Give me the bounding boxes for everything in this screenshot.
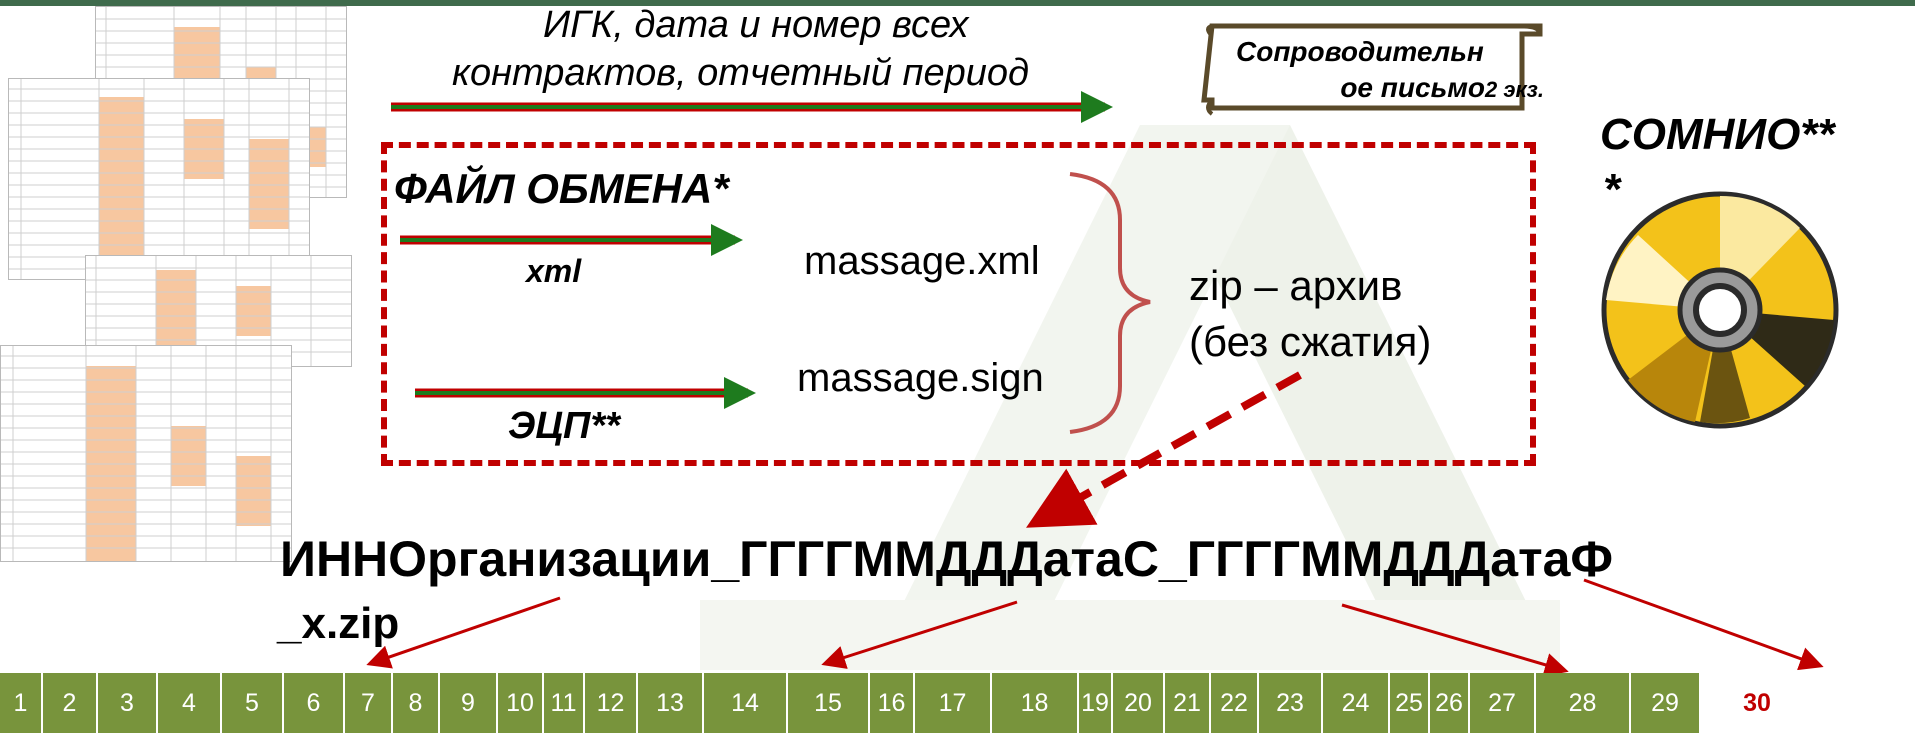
pointer-arrow-26 <box>1341 603 1569 677</box>
slide-number-5[interactable]: 5 <box>222 673 284 733</box>
slide-number-20[interactable]: 20 <box>1113 673 1165 733</box>
archive-filename-line1: ИННОрганизации_ГГГГММДДДатаС_ГГГГММДДДат… <box>280 531 1614 587</box>
slide-number-27[interactable]: 27 <box>1470 673 1536 733</box>
slide-number-26[interactable]: 26 <box>1430 673 1470 733</box>
slide-number-11[interactable]: 11 <box>544 673 585 733</box>
slide-number-18[interactable]: 18 <box>992 673 1079 733</box>
slide-number-14[interactable]: 14 <box>704 673 788 733</box>
slide-number-6[interactable]: 6 <box>284 673 345 733</box>
pointer-arrow-14 <box>821 600 1018 669</box>
top-accent-bar <box>0 0 1915 6</box>
slide-number-8[interactable]: 8 <box>393 673 440 733</box>
slide-number-17[interactable]: 17 <box>915 673 992 733</box>
slide-number-19[interactable]: 19 <box>1079 673 1113 733</box>
spreadsheet-thumbnail-4 <box>0 345 292 562</box>
slide-number-2[interactable]: 2 <box>43 673 98 733</box>
media-label-line2: * <box>1603 165 1621 214</box>
cover-letter-text: Сопроводительн ое письмо2 экз. <box>1232 34 1550 108</box>
slide-number-13[interactable]: 13 <box>638 673 704 733</box>
slide-number-30-current[interactable]: 30 <box>1701 673 1813 733</box>
cover-letter-line1: Сопроводительн <box>1236 36 1484 67</box>
slide-number-29[interactable]: 29 <box>1631 673 1701 733</box>
top-arrow-label-line1: ИГК, дата и номер всех <box>543 4 969 46</box>
slide-number-16[interactable]: 16 <box>870 673 915 733</box>
slide-number-22[interactable]: 22 <box>1211 673 1259 733</box>
pointer-arrow-30 <box>1583 578 1824 671</box>
pointer-arrow-7 <box>366 596 561 669</box>
slide-number-4[interactable]: 4 <box>158 673 222 733</box>
exchange-file-box <box>381 142 1536 466</box>
file-name-sign: massage.sign <box>797 356 1044 400</box>
cover-letter-line2: ое письмо <box>1340 72 1486 103</box>
zip-dashed-arrow <box>1026 371 1302 528</box>
signature-label: ЭЦП** <box>508 405 620 447</box>
slide-number-23[interactable]: 23 <box>1259 673 1323 733</box>
file-name-xml: massage.xml <box>804 239 1040 283</box>
slide-number-28[interactable]: 28 <box>1536 673 1631 733</box>
cover-letter-copies: 2 экз. <box>1485 77 1544 102</box>
archive-brace <box>1069 172 1151 434</box>
slide-number-10[interactable]: 10 <box>498 673 544 733</box>
slide-number-7[interactable]: 7 <box>345 673 393 733</box>
slide-number-24[interactable]: 24 <box>1323 673 1390 733</box>
slide-number-1[interactable]: 1 <box>0 673 43 733</box>
slide-number-12[interactable]: 12 <box>585 673 638 733</box>
archive-label-line1: zip – архив <box>1189 262 1403 309</box>
scroll-document-icon <box>1201 23 1543 116</box>
archive-filename-line2: _x.zip <box>277 599 400 648</box>
xml-label: xml <box>526 253 582 289</box>
sheet-grid-2 <box>9 79 309 279</box>
exchange-file-title: ФАЙЛ ОБМЕНА* <box>394 165 729 212</box>
slide-number-25[interactable]: 25 <box>1390 673 1430 733</box>
slide-number-15[interactable]: 15 <box>788 673 870 733</box>
sheet-grid-4 <box>1 346 291 561</box>
spreadsheet-thumbnail-2 <box>8 78 310 280</box>
cd-disc-icon <box>1601 191 1839 429</box>
slide-number-21[interactable]: 21 <box>1165 673 1211 733</box>
archive-label-line2: (без сжатия) <box>1189 318 1432 365</box>
top-arrow-label-line2: контрактов, отчетный период <box>452 52 1029 94</box>
slide-number-bar: 1 2 3 4 5 6 7 8 9 10 11 12 13 14 15 16 1… <box>0 673 1915 733</box>
slide-number-3[interactable]: 3 <box>98 673 158 733</box>
slide-number-9[interactable]: 9 <box>440 673 498 733</box>
media-label-line1: СОМНИО** <box>1600 110 1835 159</box>
